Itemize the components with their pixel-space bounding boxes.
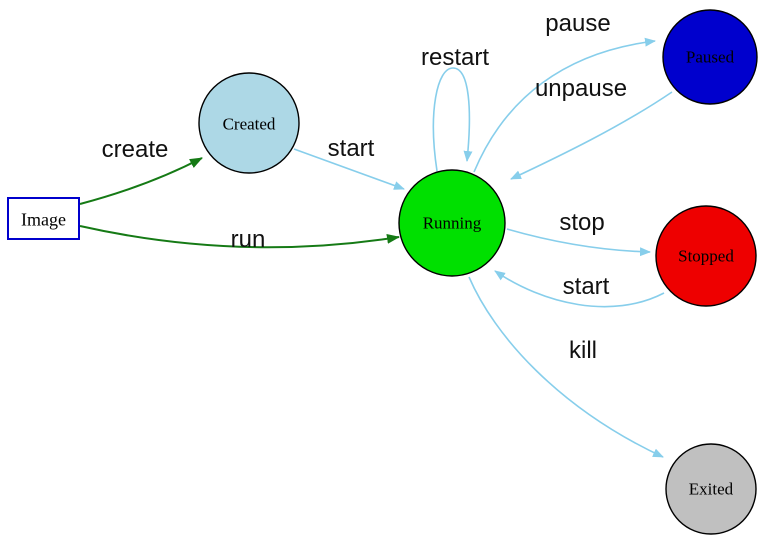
stopped-node-circle xyxy=(655,205,757,307)
created-node-circle xyxy=(198,72,300,174)
edge-label-start: start xyxy=(328,135,375,162)
edge-start-created-running xyxy=(293,148,405,190)
exited-node-circle xyxy=(665,443,757,535)
edge-label-unpause: unpause xyxy=(535,75,627,102)
edge-labels-layer: run create start restart pause unpause s… xyxy=(102,10,627,364)
exited-node-label: Exited xyxy=(689,480,734,499)
node-running: Running xyxy=(398,169,506,277)
edge-label-pause: pause xyxy=(545,10,610,37)
nodes-layer: Image Created Running Paused Stopped Exi xyxy=(7,9,758,535)
node-created: Created xyxy=(198,72,300,174)
node-paused: Paused xyxy=(662,9,758,105)
edge-pause xyxy=(473,37,656,173)
edge-label-create: create xyxy=(102,136,169,163)
paused-node-label: Paused xyxy=(686,48,735,67)
edge-label-kill: kill xyxy=(569,337,597,364)
edges-layer xyxy=(79,37,673,458)
edge-unpause xyxy=(510,91,673,180)
node-image: Image xyxy=(7,197,80,240)
edge-label-stop: stop xyxy=(559,209,604,236)
edge-restart-self-loop xyxy=(432,67,473,172)
edge-run xyxy=(79,225,400,249)
edge-label-restart: restart xyxy=(421,44,489,71)
edge-kill xyxy=(468,276,664,458)
node-exited: Exited xyxy=(665,443,757,535)
stopped-node-label: Stopped xyxy=(678,247,734,266)
edge-label-start-2: start xyxy=(563,273,610,300)
running-node-label: Running xyxy=(423,214,482,233)
edge-start-stopped-running xyxy=(494,270,665,308)
image-node-label: Image xyxy=(21,210,66,230)
edge-stop xyxy=(506,228,651,257)
edge-create xyxy=(79,157,203,205)
image-node-rect xyxy=(7,197,80,240)
edge-label-run: run xyxy=(231,226,266,253)
running-node-circle xyxy=(398,169,506,277)
created-node-label: Created xyxy=(223,115,276,134)
paused-node-circle xyxy=(662,9,758,105)
node-stopped: Stopped xyxy=(655,205,757,307)
